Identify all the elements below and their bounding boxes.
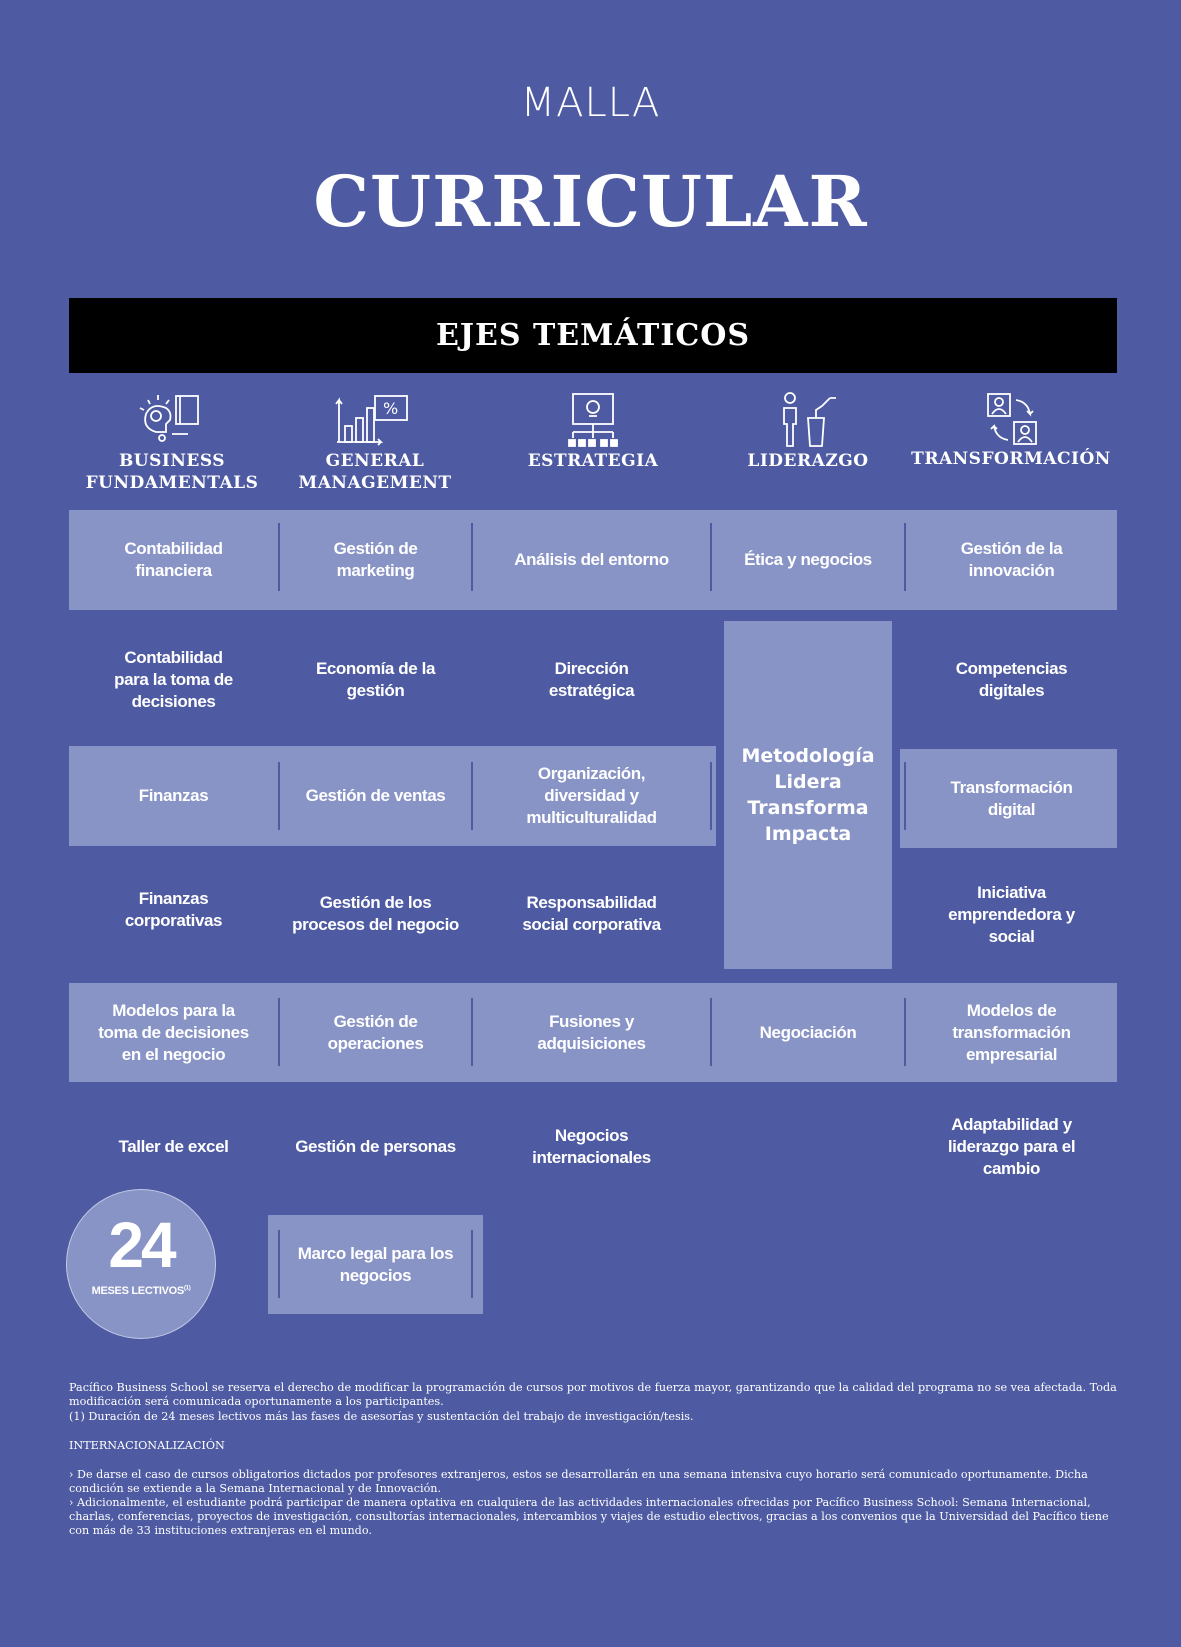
course-item: Gestión de la innovación: [960, 539, 1063, 580]
column-divider: [278, 523, 280, 591]
course-band-row-5: [69, 983, 1117, 1082]
column-divider: [904, 762, 906, 830]
internationalization-bullet: › De darse el caso de cursos obligatorio…: [69, 1468, 1088, 1495]
course-item: Gestión de los procesos del negocio: [292, 893, 459, 934]
speaker-podium-icon: [783, 392, 836, 447]
axis-general-management: GENERAL MANAGEMENT: [298, 451, 452, 493]
column-divider: [471, 523, 473, 591]
course-item: Negociación: [759, 1022, 857, 1042]
axis-transformacion: TRANSFORMACIÓN: [911, 449, 1111, 469]
duration-number: 24: [108, 1209, 176, 1281]
course-item: Finanzas: [138, 786, 209, 805]
internationalization-heading: INTERNACIONALIZACIÓN: [69, 1439, 225, 1452]
bar-chart-percent-icon: %: [335, 395, 408, 446]
column-divider: [710, 998, 712, 1066]
course-item: Contabilidad financiera: [124, 539, 223, 580]
course-item: Fusiones y adquisiciones: [537, 1011, 646, 1053]
axis-liderazgo: LIDERAZGO: [747, 451, 869, 471]
column-divider: [278, 1230, 280, 1298]
course-item: Dirección estratégica: [548, 659, 635, 700]
course-item: Transformación digital: [950, 777, 1073, 819]
page-supertitle: MALLA: [520, 80, 661, 126]
duration-note-mark: (1): [183, 1285, 191, 1292]
course-item: Gestión de ventas: [305, 786, 446, 805]
themes-banner-label: EJES TEMÁTICOS: [435, 318, 751, 353]
duration-label: MESES LECTIVOS(1): [69, 1285, 213, 1297]
course-item: Adaptabilidad y liderazgo para el cambio: [947, 1115, 1076, 1178]
course-item: Gestión de personas: [295, 1137, 456, 1156]
course-item: Contabilidad para la toma de decisiones: [114, 648, 233, 711]
column-divider: [710, 523, 712, 591]
column-divider: [471, 998, 473, 1066]
course-item: Iniciativa emprendedora y social: [948, 883, 1075, 946]
course-item: Negocios internacionales: [532, 1126, 651, 1167]
duration-badge: [69, 1192, 213, 1336]
course-item: Organización, diversidad y multicultural…: [526, 764, 657, 827]
course-item: Ética y negocios: [744, 550, 872, 569]
duration-label-text: MESES LECTIVOS: [91, 1285, 185, 1297]
course-item: Modelos para la toma de decisiones en el…: [98, 1000, 249, 1064]
lightbulb-head-book-icon: [139, 395, 199, 442]
course-item: Modelos de transformación empresarial: [952, 1000, 1071, 1064]
column-divider: [904, 523, 906, 591]
course-item: Marco legal para los negocios: [297, 1243, 454, 1285]
presentation-board-icon: [568, 393, 618, 447]
duration-footnote: (1) Duración de 24 meses lectivos más la…: [69, 1410, 694, 1423]
course-item: Taller de excel: [118, 1137, 229, 1156]
themes-banner: EJES TEMÁTICOS: [69, 298, 1117, 373]
column-divider: [278, 998, 280, 1066]
course-item: Competencias digitales: [955, 659, 1068, 700]
course-band-row-3: [69, 746, 716, 846]
course-band-row-3-right: [900, 749, 1117, 848]
svg-text:%: %: [383, 399, 398, 418]
column-divider: [710, 762, 712, 830]
internationalization-bullet: › Adicionalmente, el estudiante podrá pa…: [69, 1496, 1109, 1537]
axis-estrategia: ESTRATEGIA: [527, 451, 659, 471]
course-item: Análisis del entorno: [514, 550, 669, 569]
page-title: CURRICULAR: [313, 160, 868, 243]
course-item: Finanzas corporativas: [124, 889, 223, 930]
methodology-block: Metodología Lidera Transforma Impacta: [724, 621, 892, 969]
column-divider: [278, 762, 280, 830]
course-band-row-7: [268, 1215, 483, 1314]
disclaimer-paragraph: Pacífico Business School se reserva el d…: [69, 1381, 1117, 1408]
course-item: Gestión de marketing: [333, 539, 418, 580]
people-exchange-icon: [987, 393, 1037, 445]
course-item: Responsabilidad social corporativa: [522, 893, 661, 934]
column-divider: [471, 762, 473, 830]
axis-business-fundamentals: BUSINESS FUNDAMENTALS: [85, 451, 259, 493]
course-band-row-1: [69, 510, 1117, 610]
column-divider: [904, 998, 906, 1066]
course-item: Economía de la gestión: [315, 659, 436, 700]
course-item: Gestión de operaciones: [327, 1011, 424, 1053]
column-divider: [471, 1230, 473, 1298]
